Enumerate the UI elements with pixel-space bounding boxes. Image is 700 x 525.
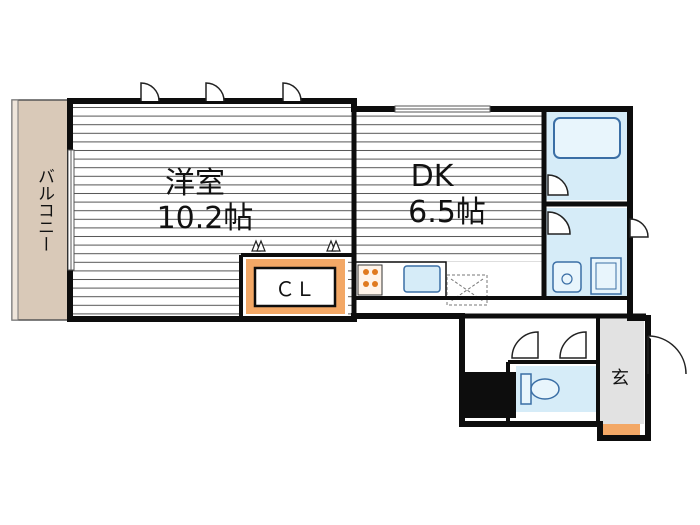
- entrance-label: 玄: [611, 368, 629, 389]
- dk-room: DK 6.5帖: [356, 112, 544, 262]
- entrance: 玄: [600, 318, 644, 438]
- dk-room-name: DK: [411, 159, 455, 194]
- western-room-name: 洋室: [165, 166, 225, 201]
- doors: [140, 82, 687, 375]
- bathroom: [546, 112, 628, 200]
- washroom: [546, 208, 628, 298]
- toilet-room: [516, 366, 598, 412]
- windows: [67, 105, 491, 271]
- balcony: バルコニー: [11, 99, 71, 321]
- balcony-label: バルコニー: [34, 168, 54, 253]
- western-room-size: 10.2帖: [157, 201, 254, 236]
- closet: ＣＬ: [246, 239, 345, 314]
- dk-room-size: 6.5帖: [408, 195, 486, 230]
- closet-label: ＣＬ: [275, 277, 315, 301]
